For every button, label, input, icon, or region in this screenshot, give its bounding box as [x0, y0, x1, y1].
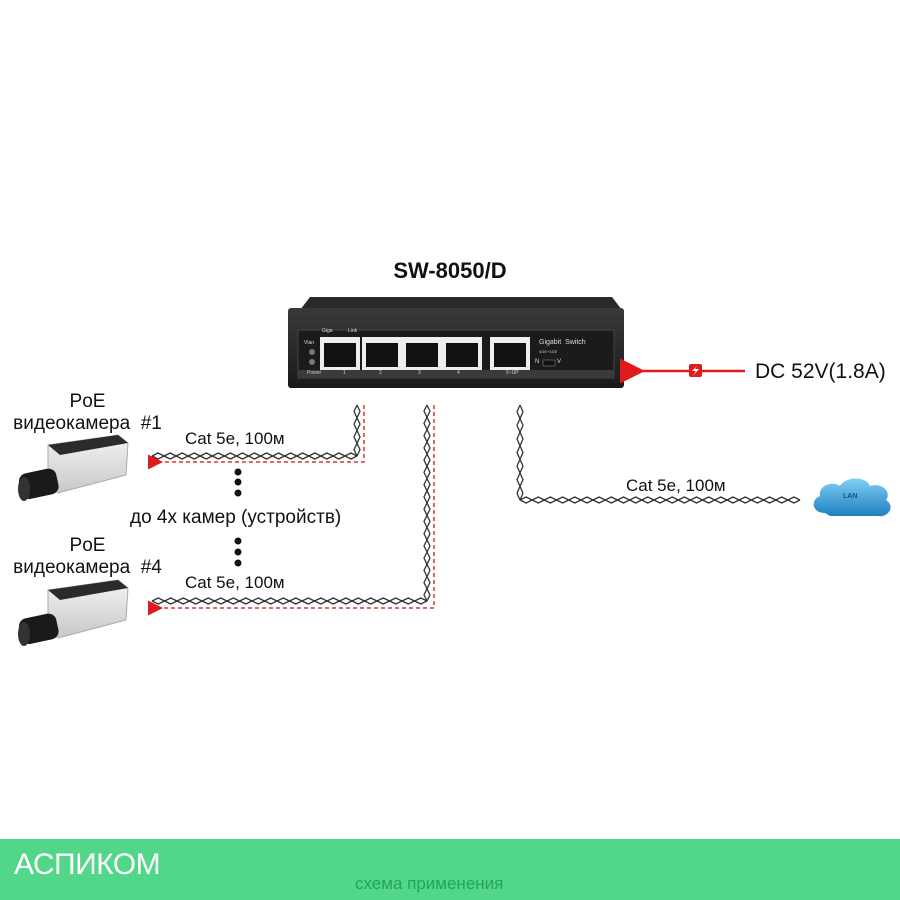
uplink-cable-strand — [516, 404, 524, 501]
uplink-cable-label: Cat 5e, 100м — [626, 476, 726, 495]
camera-4-type: PoE — [69, 535, 106, 556]
power-spec-label: DC 52V(1.8A) — [755, 360, 886, 383]
camera-1-cable-strand — [353, 404, 361, 457]
switch-n-label: N — [535, 359, 540, 365]
uplink-cable-strand — [519, 496, 801, 504]
camera-1-cable-label: Cat 5e, 100м — [185, 429, 285, 448]
lan-label: LAN — [843, 493, 858, 500]
switch-spec-text: 4GE+1GE — [539, 349, 558, 354]
uplink-cable-strand — [519, 496, 801, 504]
camera-4-cable-strand — [423, 404, 431, 602]
camera-count-note: до 4х камер (устройств) — [130, 507, 342, 528]
camera-1-icon — [18, 434, 129, 501]
port-3-label: 3 — [418, 370, 421, 376]
more-cameras-dots — [234, 468, 242, 567]
camera-1-label: PoE видеокамера #1 — [0, 391, 175, 435]
link-label: Link — [348, 328, 358, 334]
vlan-led — [309, 349, 315, 355]
camera-4-label: PoE видеокамера #4 — [0, 535, 175, 579]
footer-caption: схема применения — [355, 874, 504, 893]
port-2-label: 2 — [379, 370, 382, 376]
camera-1-cable-strand — [151, 452, 358, 460]
switch-brand-text: Gigabit Switch — [539, 339, 586, 346]
camera-4-cable-strand — [151, 597, 428, 605]
camera-4-icon — [18, 579, 129, 646]
power-led — [309, 359, 315, 365]
camera-1-type: PoE — [69, 391, 106, 412]
camera-1-name: видеокамера #1 — [13, 413, 162, 434]
giga-label: Giga — [322, 328, 333, 334]
port-1-label: 1 — [343, 370, 346, 376]
device-model-title: SW-8050/D — [393, 258, 507, 283]
port-4-label: 4 — [457, 370, 460, 376]
camera-1-cable-strand — [151, 452, 358, 460]
switch-device — [288, 297, 624, 388]
power-feed — [620, 358, 745, 384]
port-uplink-label: 5~UP — [506, 370, 519, 376]
brand-logo: АСПИКОМ — [14, 848, 161, 881]
power-label: Power — [307, 370, 322, 376]
mode-switch — [542, 359, 556, 367]
lan-cloud-icon — [813, 478, 891, 517]
cables — [148, 404, 801, 616]
camera-4-poe-arrow — [148, 405, 435, 616]
vlan-label: Vlan — [304, 340, 315, 346]
switch-v-label: V — [557, 359, 562, 365]
camera-4-name: видеокамера #4 — [13, 557, 162, 578]
uplink-cable-strand — [516, 404, 524, 501]
camera-4-cable-label: Cat 5e, 100м — [185, 573, 285, 592]
footer-bar — [0, 839, 900, 900]
camera-1-poe-arrow — [148, 405, 365, 470]
